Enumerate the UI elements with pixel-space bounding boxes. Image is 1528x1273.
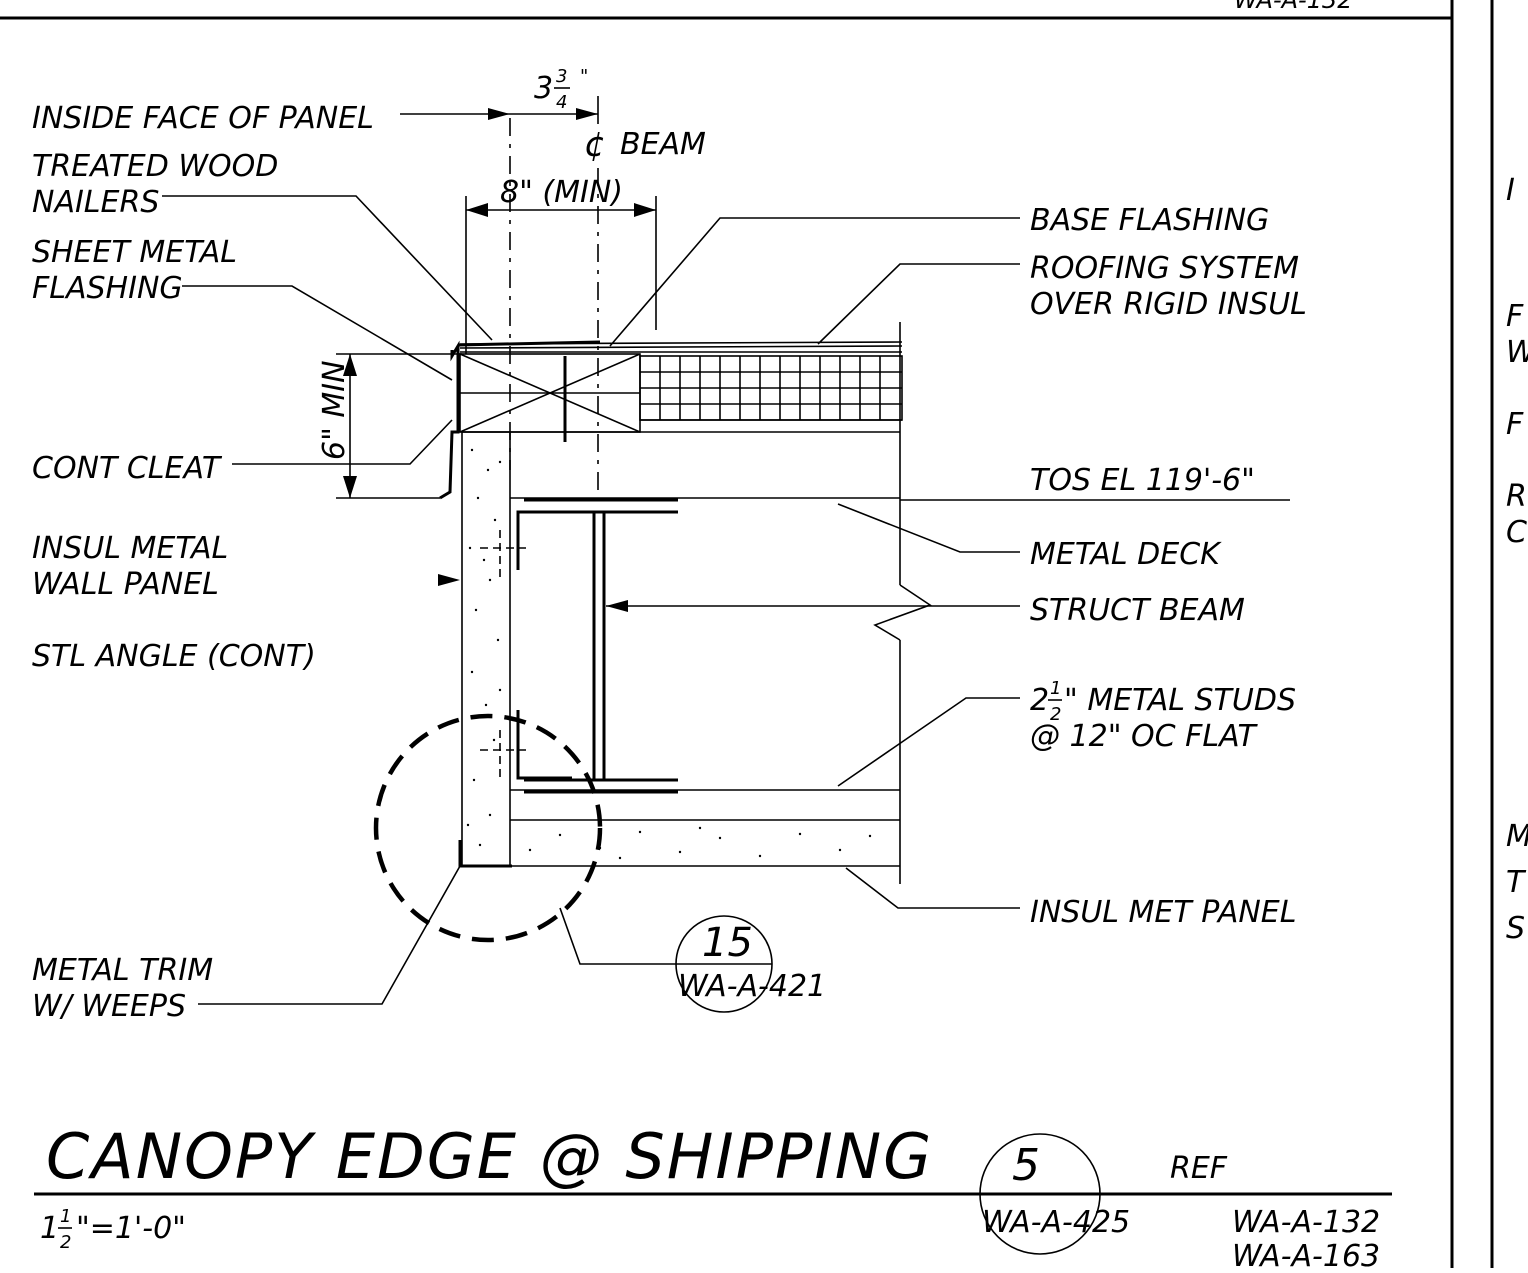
label-studs-den: 2 xyxy=(1050,704,1061,725)
label-cont-cleat: CONT CLEAT xyxy=(32,451,223,486)
adjacent-letter-7: M xyxy=(1506,819,1528,854)
leader-sheet-metal xyxy=(182,285,453,381)
label-inside-face: INSIDE FACE OF PANEL xyxy=(32,101,374,136)
label-metal-deck: METAL DECK xyxy=(1030,537,1222,572)
scale-rest: "=1'-0" xyxy=(76,1211,186,1246)
ref-sheet-2: WA-A-163 xyxy=(1232,1239,1380,1268)
ref-sheet-1: WA-A-132 xyxy=(1232,1205,1380,1240)
base-flashing xyxy=(457,340,601,347)
dim-3-4-arrow xyxy=(576,108,598,120)
section-callout-sheet: WA-A-421 xyxy=(678,969,826,1004)
dim-six-min: 6" MIN xyxy=(317,360,352,460)
top-right-ref-partial: WA-A-132 xyxy=(1234,0,1353,14)
label-studs-2: @ 12" OC FLAT xyxy=(1030,719,1258,754)
label-studs-1: " METAL STUDS xyxy=(1064,683,1296,718)
dim-3-4-den: 4 xyxy=(556,92,567,113)
dim-8-arrow-right xyxy=(634,203,656,217)
section-callout-arc-bottom xyxy=(675,963,773,1013)
dim-6-arrow-bottom xyxy=(343,476,357,498)
label-studs-whole: 2 xyxy=(1030,683,1049,718)
dim-3-4-num: 3 xyxy=(556,66,567,87)
adjacent-letter-8: T xyxy=(1506,865,1527,900)
detail-ref-arc-top xyxy=(979,1133,1101,1195)
adjacent-letter-2: F xyxy=(1506,299,1524,334)
label-insul-met-panel: INSUL MET PANEL xyxy=(1030,895,1296,930)
metal-trim-w-weeps xyxy=(458,840,512,868)
enlarged-detail-circle xyxy=(373,713,603,943)
label-metal-trim-2: W/ WEEPS xyxy=(32,989,186,1024)
dim-eight-min: 8" (MIN) xyxy=(500,175,623,210)
leader-insul-met-panel xyxy=(845,867,1020,909)
scale-num: 1 xyxy=(60,1206,71,1227)
section-callout-arc-top xyxy=(675,915,773,965)
roofing-membrane-2 xyxy=(459,345,903,349)
dim-6-arrow-top xyxy=(343,354,357,376)
label-stl-angle: STL ANGLE (CONT) xyxy=(32,639,316,674)
leader-section-callout xyxy=(559,907,676,965)
detail-ref-arc-bottom xyxy=(979,1193,1101,1255)
adjacent-letter-9: S xyxy=(1506,911,1525,946)
leader-cont-cleat xyxy=(232,419,453,465)
rigid-insulation-grid xyxy=(639,355,903,421)
section-callout-number: 15 xyxy=(702,920,753,966)
label-base-flashing: BASE FLASHING xyxy=(1030,203,1269,238)
detail-ref-sheet: WA-A-425 xyxy=(982,1205,1130,1240)
label-tos-el: TOS EL 119'-6" xyxy=(1030,463,1255,498)
insul-wall-arrow xyxy=(438,574,460,586)
drawing-title: CANOPY EDGE @ SHIPPING xyxy=(46,1120,933,1193)
label-metal-trim-1: METAL TRIM xyxy=(32,953,213,988)
scale-whole: 1 xyxy=(40,1211,59,1246)
adjacent-letter-6: C xyxy=(1506,515,1527,550)
adjacent-letter-5: R xyxy=(1506,479,1527,514)
sheet-metal-flashing xyxy=(439,340,460,500)
adjacent-letter-1: I xyxy=(1506,173,1515,208)
leader-treated-wood xyxy=(162,195,493,341)
adjacent-letter-4: F xyxy=(1506,407,1524,442)
dim-3-4-whole: 3 xyxy=(534,71,553,106)
label-struct-beam: STRUCT BEAM xyxy=(1030,593,1245,628)
label-insul-wall-1: INSUL METAL xyxy=(32,531,228,566)
label-sheet-metal-2: FLASHING xyxy=(32,271,183,306)
dim-3-4-inch: " xyxy=(580,66,588,87)
dim-8-arrow-left xyxy=(466,203,488,217)
stl-angle-bottom xyxy=(516,710,572,780)
break-symbol xyxy=(873,584,932,641)
leader-roofing xyxy=(817,263,1020,345)
label-treated-wood-2: NAILERS xyxy=(32,185,159,220)
adjacent-letter-3: W xyxy=(1506,335,1528,370)
label-sheet-metal-1: SHEET METAL xyxy=(32,235,237,270)
dim-cl-beam: BEAM xyxy=(620,127,706,162)
wall-panel-insulation-stipple xyxy=(466,448,502,847)
leader-metal-trim xyxy=(198,865,461,1005)
centerline-symbol: ¢ xyxy=(584,125,606,165)
leader-metal-deck xyxy=(837,503,1020,553)
soffit-insulation-stipple xyxy=(528,826,872,860)
detail-ref-number: 5 xyxy=(1012,1140,1040,1191)
scale-den: 2 xyxy=(60,1232,71,1253)
label-studs-num: 1 xyxy=(1050,678,1061,699)
ref-label: REF xyxy=(1170,1151,1228,1186)
label-treated-wood-1: TREATED WOOD xyxy=(32,149,278,184)
fasteners xyxy=(480,530,526,780)
leader-studs xyxy=(837,697,1020,787)
label-insul-wall-2: WALL PANEL xyxy=(32,567,219,602)
label-roofing-1: ROOFING SYSTEM xyxy=(1030,251,1299,286)
struct-beam-arrow xyxy=(606,600,628,612)
label-roofing-2: OVER RIGID INSUL xyxy=(1030,287,1307,322)
stl-angle-top xyxy=(516,510,572,570)
inside-face-arrow xyxy=(488,108,510,120)
leader-base-flashing xyxy=(609,217,1020,347)
insul-metal-wall-panel xyxy=(461,431,511,867)
